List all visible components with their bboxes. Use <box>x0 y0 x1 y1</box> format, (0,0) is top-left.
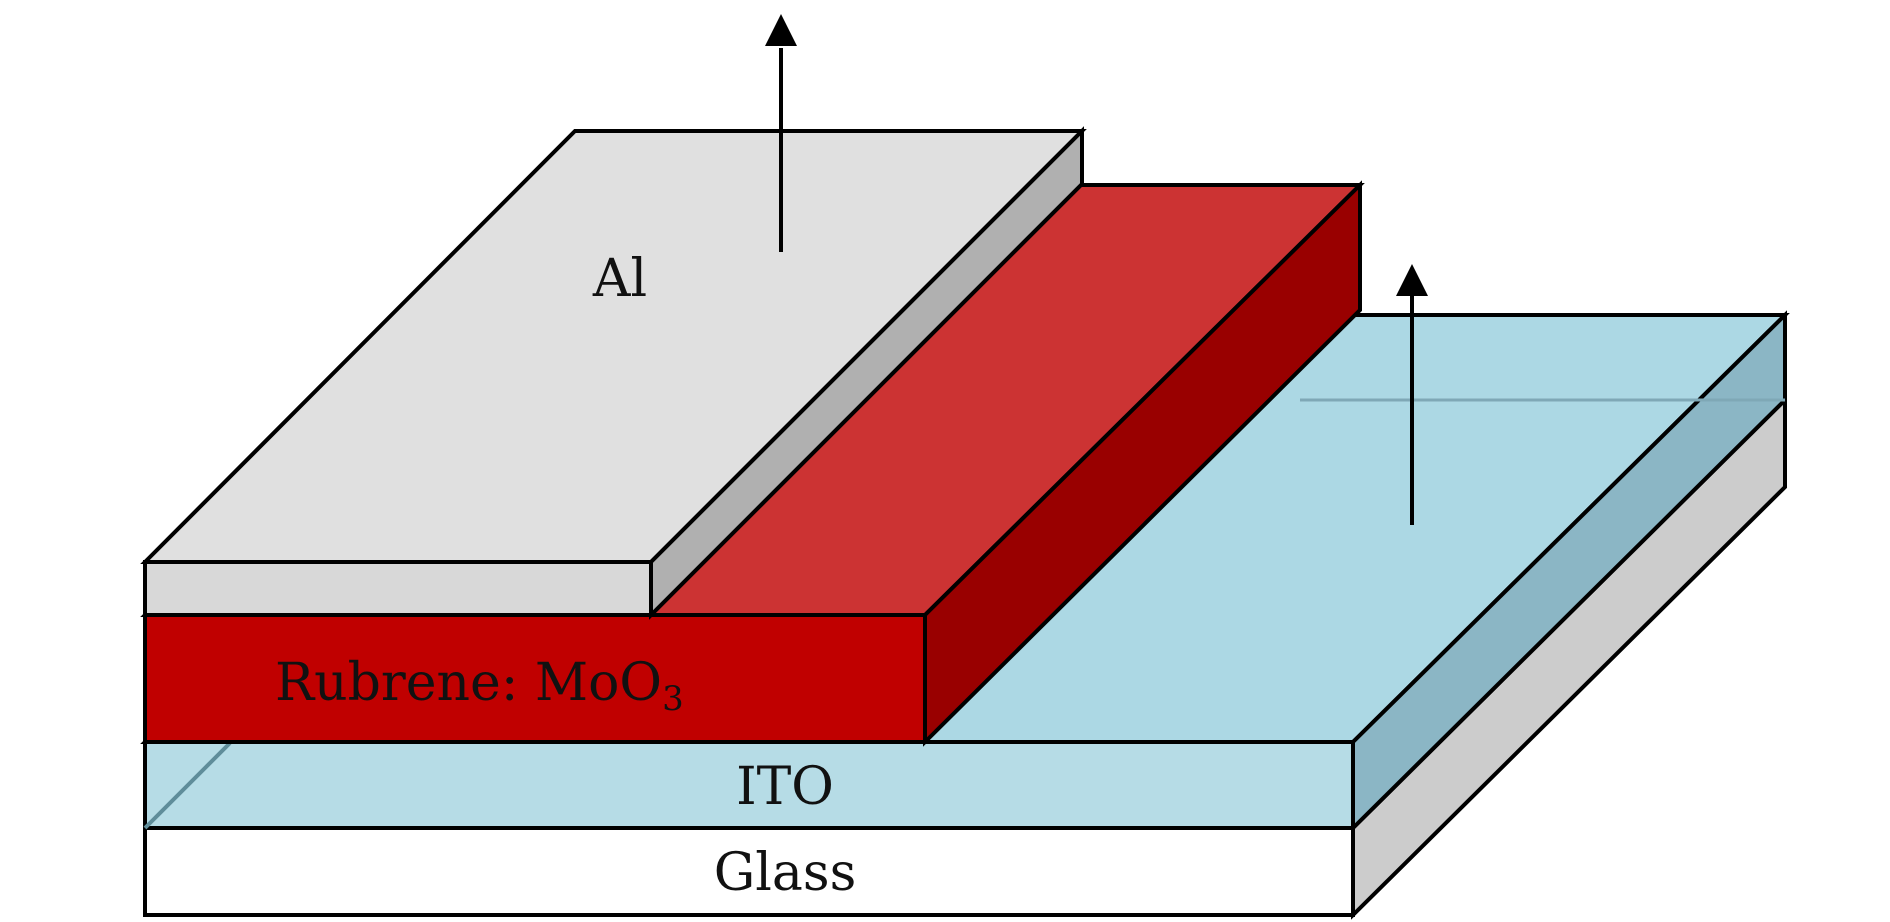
rubrene-label-main: Rubrene: MoO <box>275 653 662 713</box>
ito-front-face <box>143 740 1355 830</box>
al-front-face <box>143 560 653 617</box>
arrowhead-icon <box>1396 264 1428 296</box>
ito-transparent-back-edge <box>143 741 232 830</box>
al-contact-arrow <box>765 14 797 252</box>
rubrene-label-subscript: 3 <box>662 679 684 719</box>
al-label: Al <box>592 249 647 309</box>
glass-label: Glass <box>714 843 857 903</box>
ito-contact-arrow <box>1396 264 1428 525</box>
ito-label: ITO <box>736 757 834 817</box>
arrowhead-icon <box>765 14 797 46</box>
rubrene-front-face <box>143 613 927 744</box>
glass-front-face <box>143 826 1355 917</box>
rubrene-label: Rubrene: MoO3 <box>275 653 684 719</box>
glass-layer <box>143 395 1787 920</box>
al-layer <box>140 126 1087 620</box>
